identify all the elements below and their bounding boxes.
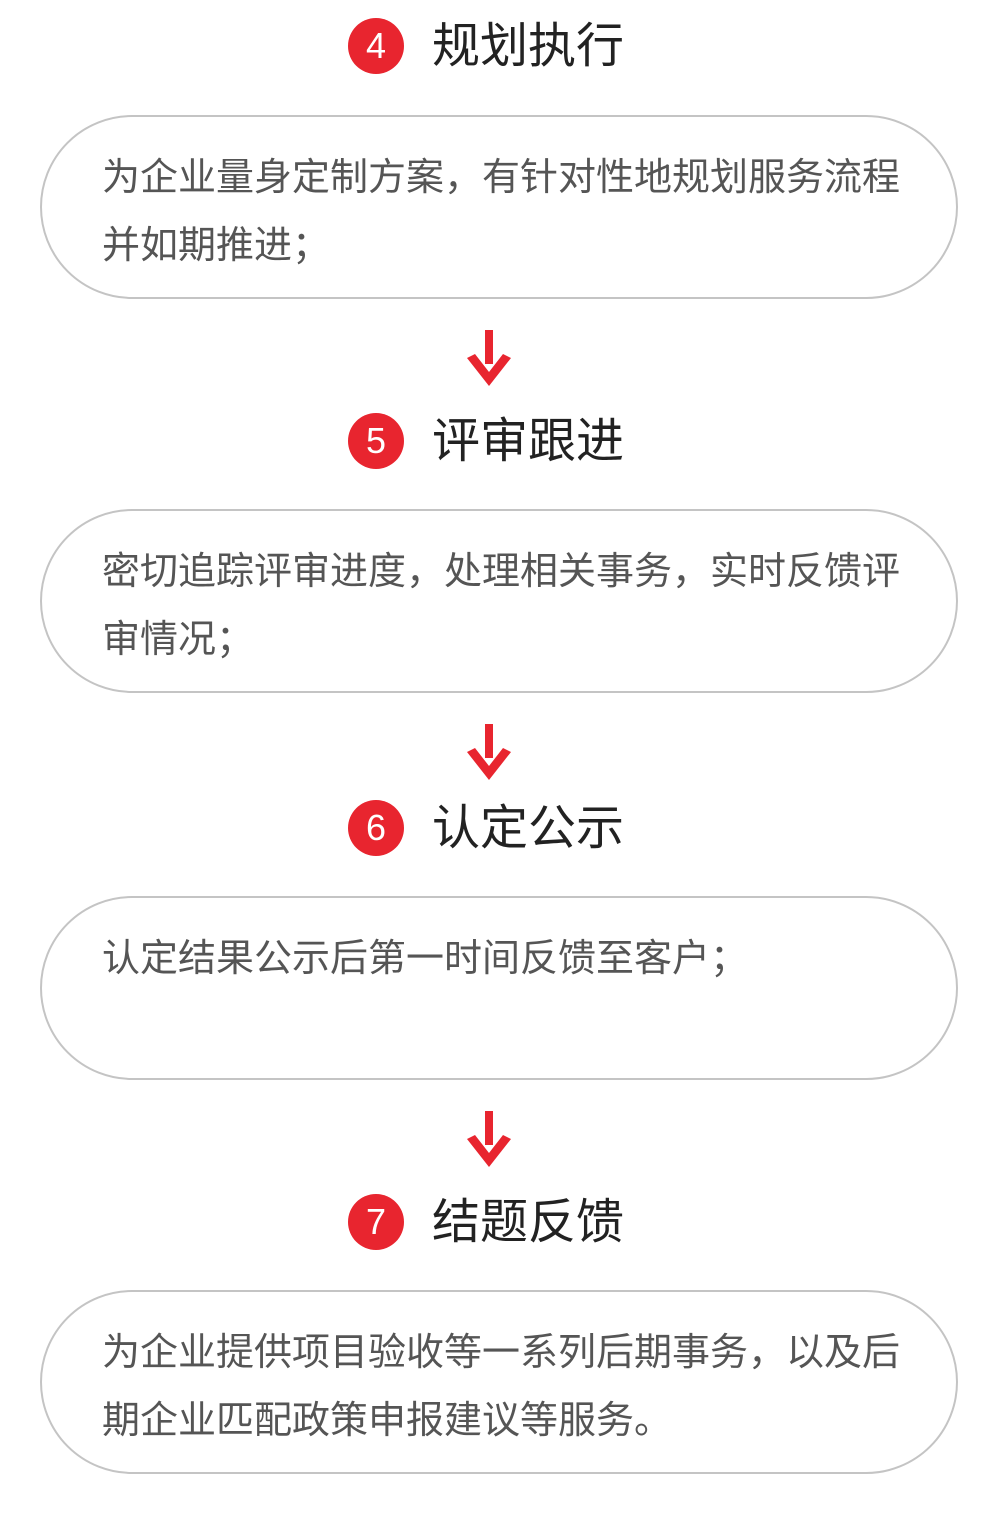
step-title: 认定公示 [432, 800, 625, 856]
step-title: 评审跟进 [432, 413, 625, 469]
step-number-badge: 5 [348, 413, 404, 469]
down-arrow-icon [467, 724, 511, 780]
step-description: 密切追踪评审进度，处理相关事务，实时反馈评审情况； [102, 549, 901, 661]
step-number-badge: 7 [348, 1194, 404, 1250]
step-description: 为企业量身定制方案，有针对性地规划服务流程并如期推进； [102, 155, 901, 267]
step-card-5: 密切追踪评审进度，处理相关事务，实时反馈评审情况； [40, 509, 958, 693]
step-card-7: 为企业提供项目验收等一系列后期事务，以及后期企业匹配政策申报建议等服务。 [40, 1290, 958, 1474]
step-header-7: 7 结题反馈 [0, 1186, 1000, 1256]
step-number-badge: 6 [348, 800, 404, 856]
step-description: 为企业提供项目验收等一系列后期事务，以及后期企业匹配政策申报建议等服务。 [102, 1330, 901, 1442]
step-title: 规划执行 [432, 18, 625, 74]
step-header-6: 6 认定公示 [0, 792, 1000, 862]
step-description: 认定结果公示后第一时间反馈至客户； [102, 936, 749, 980]
step-number-badge: 4 [348, 18, 404, 74]
down-arrow-icon [467, 1111, 511, 1167]
step-card-4: 为企业量身定制方案，有针对性地规划服务流程并如期推进； [40, 115, 958, 299]
down-arrow-icon [467, 330, 511, 386]
step-card-6: 认定结果公示后第一时间反馈至客户； [40, 896, 958, 1080]
step-title: 结题反馈 [432, 1194, 625, 1250]
step-header-5: 5 评审跟进 [0, 405, 1000, 475]
step-header-4: 4 规划执行 [0, 10, 1000, 80]
